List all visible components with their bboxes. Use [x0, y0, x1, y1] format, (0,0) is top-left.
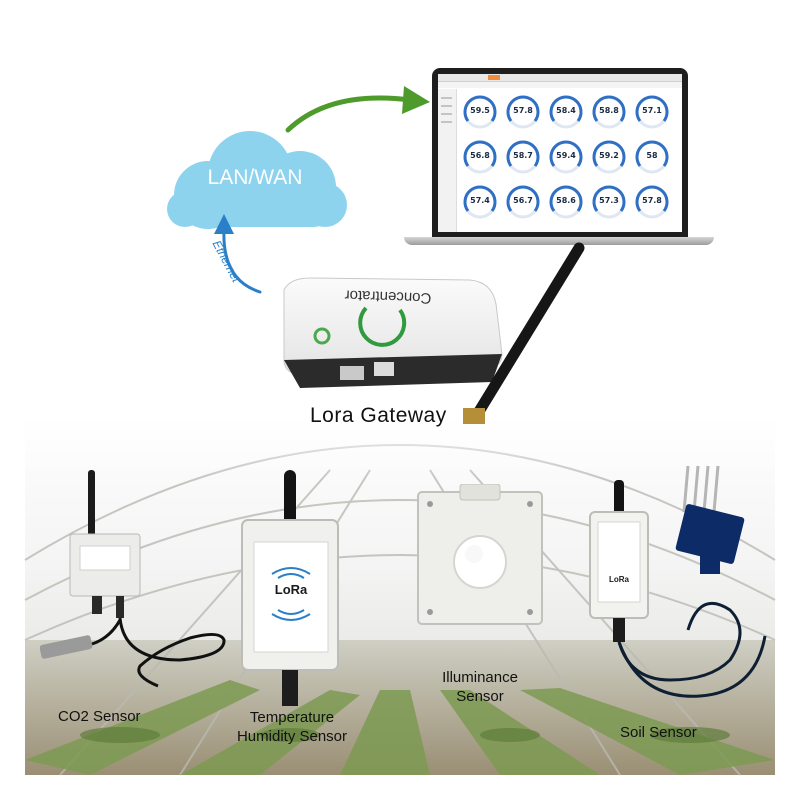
gateway-antenna — [463, 242, 585, 424]
gauge-widget: 58.8 — [589, 92, 629, 132]
gauge-ring — [635, 140, 669, 174]
gauge-ring — [635, 95, 669, 129]
gauge-ring — [506, 95, 540, 129]
gauge-widget: 56.8 — [460, 137, 500, 177]
gauge-value: 59.2 — [599, 151, 619, 160]
illuminance-label-line2: Sensor — [456, 688, 504, 705]
gauge-value: 57.4 — [470, 196, 490, 205]
illuminance-sensor — [417, 484, 543, 625]
temp-humidity-sensor-label: Temperature Humidity Sensor — [222, 708, 362, 746]
temperature-humidity-sensor — [241, 470, 339, 706]
gauge-ring — [506, 140, 540, 174]
gauge-value: 58.7 — [513, 151, 533, 160]
dashboard-screen: 59.5 57.8 58.4 58.8 57.1 56.8 58.7 59.4 59.2 58 57… — [438, 74, 682, 232]
ethernet-arrow — [214, 214, 262, 294]
cloud-label: LAN/WAN — [207, 166, 303, 189]
soil-lora-text: LoRa — [609, 575, 629, 584]
gauge-widget: 56.7 — [503, 182, 543, 222]
internet-to-laptop-arrow — [285, 86, 430, 133]
laptop-base — [404, 237, 714, 245]
gauge-value: 57.1 — [642, 106, 662, 115]
gauge-widget: 58.7 — [503, 137, 543, 177]
gauge-ring — [549, 185, 583, 219]
temp-humidity-label-line1: Temperature — [249, 709, 335, 726]
dashboard-sidebar — [438, 89, 457, 232]
gauge-ring — [592, 95, 626, 129]
co2-sensor-label: CO2 Sensor — [58, 708, 141, 725]
gauge-ring — [635, 185, 669, 219]
gauge-widget: 58 — [632, 137, 672, 177]
gauge-widget: 57.4 — [460, 182, 500, 222]
gauge-widget: 58.4 — [546, 92, 586, 132]
gauge-value: 58.4 — [556, 106, 576, 115]
browser-toolbar — [438, 82, 682, 88]
temp-humidity-label-line2: Humidity Sensor — [236, 728, 348, 745]
laptop-screen-bezel: 59.5 57.8 58.4 58.8 57.1 56.8 58.7 59.4 59.2 58 57… — [432, 68, 688, 238]
gauge-widget: 58.6 — [546, 182, 586, 222]
gauge-value: 56.7 — [513, 196, 533, 205]
gauge-widget: 57.1 — [632, 92, 672, 132]
illuminance-label-line1: Illuminance — [442, 669, 518, 686]
gauge-ring — [549, 95, 583, 129]
gauge-ring — [592, 185, 626, 219]
gauge-ring — [463, 140, 497, 174]
lan-wan-cloud — [167, 131, 347, 229]
soil-sensor — [589, 465, 767, 698]
gauge-value: 58.6 — [556, 196, 576, 205]
gauge-value: 57.8 — [642, 196, 662, 205]
co2-sensor — [40, 470, 226, 688]
browser-tab[interactable] — [488, 75, 500, 80]
gauge-value: 59.4 — [556, 151, 576, 160]
browser-titlebar — [438, 74, 682, 82]
gauge-widget: 59.4 — [546, 137, 586, 177]
gauge-ring — [592, 140, 626, 174]
gauge-value: 58.8 — [599, 106, 619, 115]
gauge-widget: 57.3 — [589, 182, 629, 222]
gauge-ring — [549, 140, 583, 174]
gauge-ring — [463, 95, 497, 129]
gauge-widget: 57.8 — [503, 92, 543, 132]
gauge-value: 57.3 — [599, 196, 619, 205]
gateway-label: Lora Gateway — [310, 404, 447, 427]
gauge-value: 58 — [646, 151, 658, 160]
gauge-value: 56.8 — [470, 151, 490, 160]
gauge-ring — [506, 185, 540, 219]
gauge-value: 59.5 — [470, 106, 490, 115]
gauge-widget: 57.8 — [632, 182, 672, 222]
soil-sensor-label: Soil Sensor — [620, 724, 697, 741]
gauge-value: 57.8 — [513, 106, 533, 115]
gauge-widget: 59.2 — [589, 137, 629, 177]
gauge-ring — [463, 185, 497, 219]
lora-gateway-device — [283, 277, 503, 388]
illuminance-sensor-label: Illuminance Sensor — [410, 668, 550, 706]
gauge-widget: 59.5 — [460, 92, 500, 132]
gauge-grid: 59.5 57.8 58.4 58.8 57.1 56.8 58.7 59.4 59.2 58 57… — [460, 92, 680, 232]
temp-humidity-lora-text: LoRa — [274, 582, 308, 597]
